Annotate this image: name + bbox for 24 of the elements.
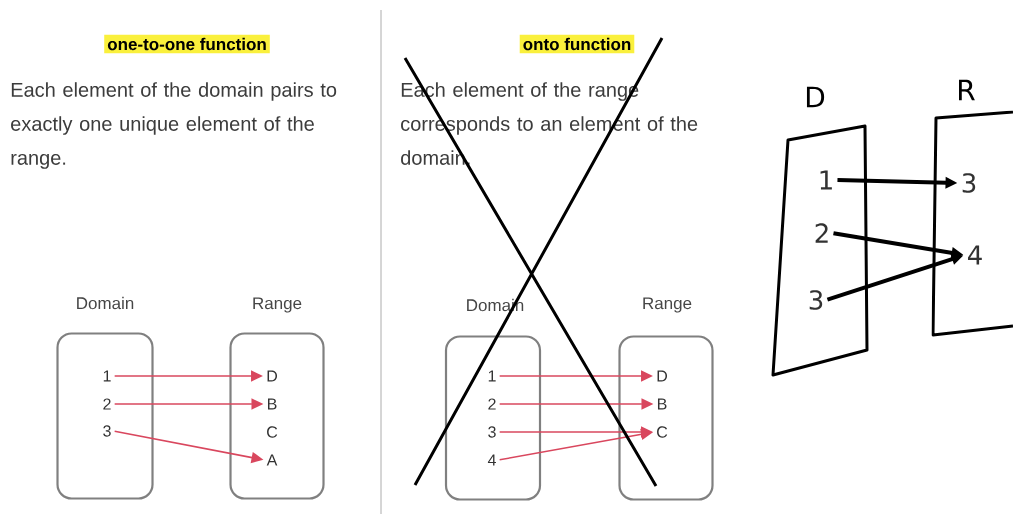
set-element: D — [267, 370, 277, 382]
set-element: 3 — [103, 425, 111, 437]
handwritten-element: 1 — [820, 170, 832, 190]
set-element: 1 — [488, 370, 496, 382]
handwritten-element: 3 — [962, 173, 976, 193]
description-text: Each element of the domain pairs to exactly one unique element of the range. — [11, 82, 337, 169]
handwritten-element: 4 — [968, 245, 982, 265]
handwritten-element: 2 — [815, 223, 828, 243]
set-element: 3 — [488, 426, 496, 438]
set-element: 1 — [103, 370, 111, 382]
set-element: B — [658, 398, 667, 410]
node-label: Range — [253, 297, 302, 313]
set-element: 2 — [488, 398, 496, 410]
set-element: 4 — [487, 454, 496, 466]
set-element: A — [266, 454, 278, 466]
set-element: 2 — [103, 398, 111, 410]
set-element: C — [657, 426, 668, 438]
node-label: Range — [643, 297, 692, 313]
set-element: B — [268, 398, 277, 410]
handwritten-element: 3 — [809, 290, 823, 310]
node-label: D — [806, 86, 825, 108]
set-element: D — [657, 370, 667, 382]
set-element: C — [267, 426, 278, 438]
node-label: Domain — [77, 296, 134, 310]
